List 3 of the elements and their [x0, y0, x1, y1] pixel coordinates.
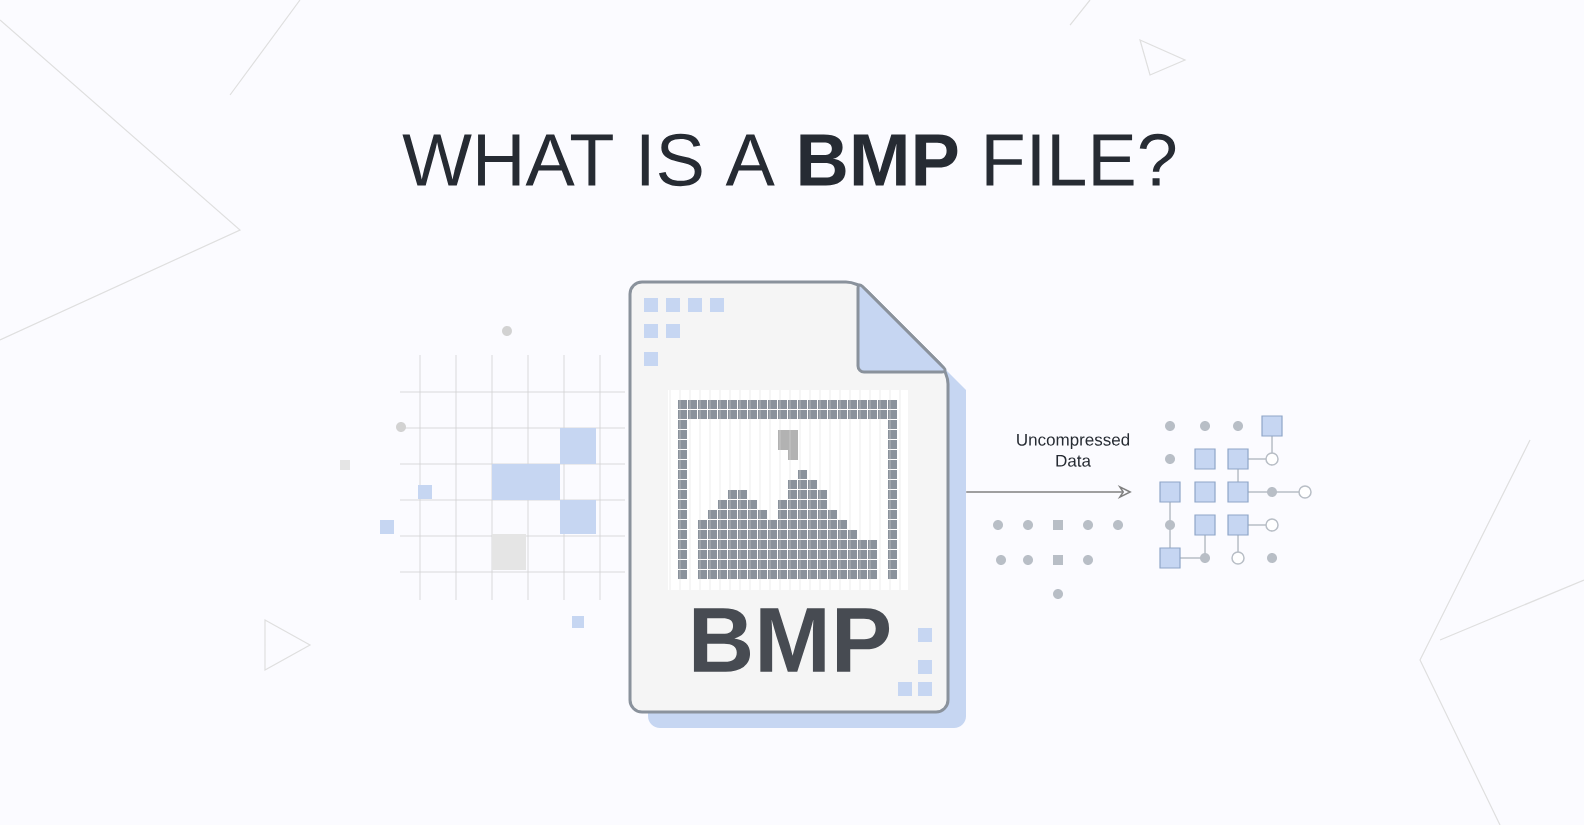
title: WHAT IS A BMP FILE?	[402, 133, 1176, 187]
network-drawing	[1159, 415, 1312, 569]
edge-label: Uncompressed Data	[1017, 433, 1130, 467]
